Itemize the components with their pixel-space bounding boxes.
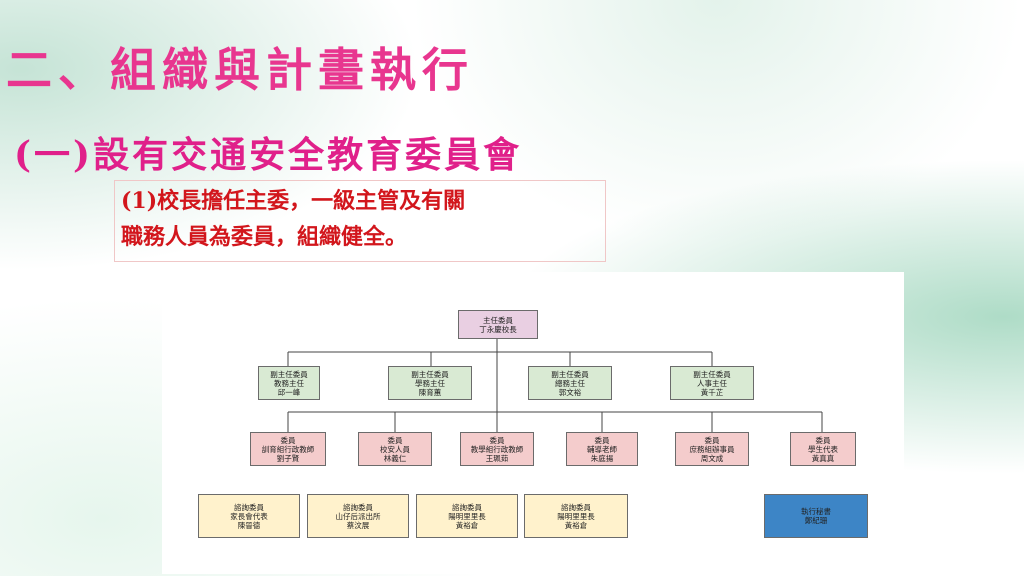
member-name: 林義仁 [383,453,407,463]
vice-name: 邱一峰 [277,387,301,397]
member-title: 教學組行政教師 [470,444,524,454]
note-line-1: (1)校長擔任主委，一級主管及有關 [121,188,466,214]
member-box: 委員 輔導老師 朱庭揚 [566,432,638,466]
chair-name: 丁永慶校長 [479,324,517,334]
advisor-name: 蔡汶展 [346,520,370,530]
member-name: 周文成 [700,453,724,463]
member-title: 學生代表 [808,444,838,454]
vice-role: 副主任委員 [693,369,731,379]
vice-role: 副主任委員 [411,369,449,379]
member-box: 委員 教學組行政教師 王珮茹 [460,432,534,466]
vice-title: 人事主任 [697,378,727,388]
org-chart-connectors [287,338,823,432]
advisor-name: 陳晉德 [237,520,261,530]
vice-box: 副主任委員 人事主任 黃千芷 [670,366,754,400]
member-name: 朱庭揚 [590,453,614,463]
advisor-box: 諮詢委員 山仔后派出所 蔡汶展 [307,494,409,538]
secretary-role: 執行秘書 [801,507,831,516]
vice-box: 副主任委員 總務主任 郭文裕 [528,366,612,400]
slide-title: 二、組織與計畫執行 [6,43,474,97]
advisor-box: 諮詢委員 陽明里里長 黃裕倉 [416,494,518,538]
member-box: 委員 庶務組辦事員 周文成 [675,432,749,466]
vice-title: 學務主任 [415,378,445,388]
member-name: 劉子賢 [276,453,300,463]
vice-role: 副主任委員 [551,369,589,379]
member-role: 委員 [704,435,720,445]
advisor-role: 諮詢委員 [561,502,591,512]
vice-name: 黃千芷 [700,387,724,397]
vice-name: 郭文裕 [558,387,582,397]
vice-title: 教務主任 [274,378,304,388]
chair-role: 主任委員 [483,315,513,325]
advisor-name: 黃裕倉 [455,520,479,530]
member-box: 委員 學生代表 黃真真 [790,432,856,466]
member-box: 委員 校安人員 林義仁 [358,432,432,466]
advisor-title: 家長會代表 [230,511,268,521]
advisor-role: 諮詢委員 [452,502,482,512]
member-title: 庶務組辦事員 [689,444,735,454]
member-box: 委員 訓育組行政教師 劉子賢 [250,432,326,466]
note-line-2: 職務人員為委員，組織健全。 [121,224,408,250]
advisor-box: 諮詢委員 家長會代表 陳晉德 [198,494,300,538]
member-name: 王珮茹 [485,453,509,463]
member-role: 委員 [594,435,610,445]
advisor-role: 諮詢委員 [343,502,373,512]
vice-box: 副主任委員 學務主任 陳育蕙 [388,366,472,400]
advisor-box: 諮詢委員 陽明里里長 黃裕倉 [524,494,628,538]
slide-subtitle: (一)設有交通安全教育委員會 [14,134,523,176]
vice-role: 副主任委員 [270,369,308,379]
vice-box: 副主任委員 教務主任 邱一峰 [258,366,320,400]
member-role: 委員 [280,435,296,445]
advisor-title: 山仔后派出所 [335,511,381,521]
chair-box: 主任委員 丁永慶校長 [458,310,538,339]
advisor-name: 黃裕倉 [564,520,588,530]
member-role: 委員 [489,435,505,445]
member-role: 委員 [387,435,403,445]
secretary-box: 執行秘書 鄭紀珊 [764,494,868,538]
advisor-role: 諮詢委員 [234,502,264,512]
member-title: 校安人員 [380,444,410,454]
note-box: (1)校長擔任主委，一級主管及有關 職務人員為委員，組織健全。 [114,180,606,262]
member-title: 輔導老師 [587,444,617,454]
advisor-title: 陽明里里長 [557,511,595,521]
secretary-name: 鄭紀珊 [804,516,828,525]
vice-title: 總務主任 [555,378,585,388]
vice-name: 陳育蕙 [418,387,442,397]
advisor-title: 陽明里里長 [448,511,486,521]
member-role: 委員 [815,435,831,445]
member-name: 黃真真 [811,453,835,463]
org-chart: 主任委員 丁永慶校長 副主任委員 教務主任 邱一峰 副主任委員 學務主任 陳育蕙… [162,272,904,574]
member-title: 訓育組行政教師 [261,444,315,454]
